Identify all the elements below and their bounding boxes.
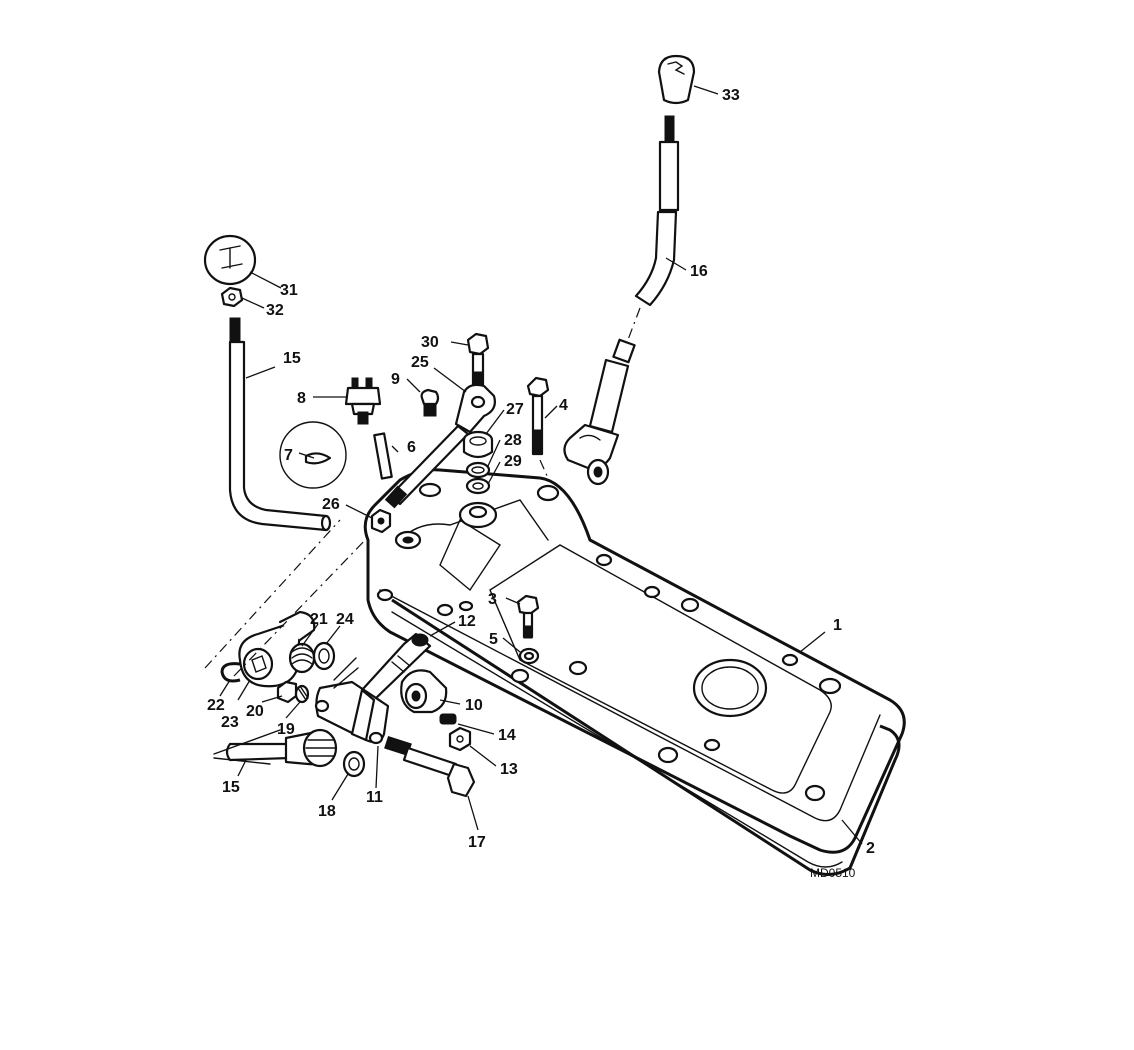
nut-part-32 (220, 286, 244, 308)
cover-plate-part-1 (363, 468, 906, 854)
callout-12: 12 (458, 613, 476, 630)
callout-2: 2 (866, 840, 875, 857)
collar-part-10 (400, 669, 448, 714)
callout-25: 25 (411, 354, 429, 371)
link-part-25 (384, 383, 496, 509)
callout-27: 27 (506, 401, 524, 418)
washer-part-29 (465, 477, 491, 495)
centerlines (204, 519, 371, 765)
callout-7: 7 (284, 447, 293, 464)
callout-21: 21 (310, 611, 328, 628)
switch-part-8 (344, 377, 382, 425)
callout-33: 33 (722, 87, 740, 104)
knob-part-33 (657, 54, 696, 105)
callout-13: 13 (500, 761, 518, 778)
shaft-part-12 (360, 632, 432, 702)
bushing-part-24 (312, 641, 336, 671)
callout-15-upper: 15 (283, 350, 301, 367)
callout-24: 24 (336, 611, 354, 628)
callout-1: 1 (833, 617, 842, 634)
callout-9: 9 (391, 371, 400, 388)
bushing-part-27 (462, 430, 494, 459)
leader-lines (219, 85, 863, 845)
callout-3: 3 (488, 591, 497, 608)
bolt-part-3 (516, 594, 540, 639)
nut-part-26 (370, 508, 392, 534)
callout-5: 5 (489, 631, 498, 648)
callout-31: 31 (280, 282, 298, 299)
bolt-part-17 (384, 735, 476, 798)
circlip-part-22 (220, 662, 241, 683)
callout-8: 8 (297, 390, 306, 407)
detail-circle-part-7 (279, 421, 347, 489)
pin-part-6 (373, 432, 393, 480)
callout-18: 18 (318, 803, 336, 820)
washer-part-19 (294, 684, 310, 704)
callout-10: 10 (465, 697, 483, 714)
washer-part-18 (342, 750, 366, 778)
bolt-part-13 (448, 726, 472, 752)
gasket-part-2 (391, 598, 901, 876)
screw-part-14 (439, 713, 457, 725)
callout-16: 16 (690, 263, 708, 280)
callout-labels: 1 2 3 4 5 6 7 8 9 10 11 12 13 14 15 15 1… (207, 87, 875, 857)
bushing-part-28 (465, 461, 491, 479)
callout-32: 32 (266, 302, 284, 319)
callout-19: 19 (277, 721, 295, 738)
callout-4: 4 (559, 397, 568, 414)
knob-part-31 (203, 234, 257, 286)
plug-part-9 (420, 388, 440, 417)
callout-28: 28 (504, 432, 522, 449)
callout-22: 22 (207, 697, 225, 714)
callout-14: 14 (498, 727, 516, 744)
spring-part-21 (288, 642, 316, 674)
lever-part-15 (228, 317, 332, 532)
callout-6: 6 (407, 439, 416, 456)
callout-29: 29 (504, 453, 522, 470)
callout-17: 17 (468, 834, 486, 851)
callout-26: 26 (322, 496, 340, 513)
callout-15-lower: 15 (222, 779, 240, 796)
callout-20: 20 (246, 703, 264, 720)
figure-code: MD0510 (810, 866, 856, 880)
lever-part-15-lower (225, 728, 338, 768)
lever-part-16 (563, 115, 680, 486)
fork-part-11 (314, 680, 390, 745)
callout-30: 30 (421, 334, 439, 351)
bracket-part-23 (238, 610, 316, 688)
bolt-part-4 (526, 376, 550, 479)
callout-23: 23 (221, 714, 239, 731)
washer-part-5 (518, 647, 540, 665)
nut-part-20 (276, 680, 298, 704)
callout-11: 11 (366, 789, 383, 806)
